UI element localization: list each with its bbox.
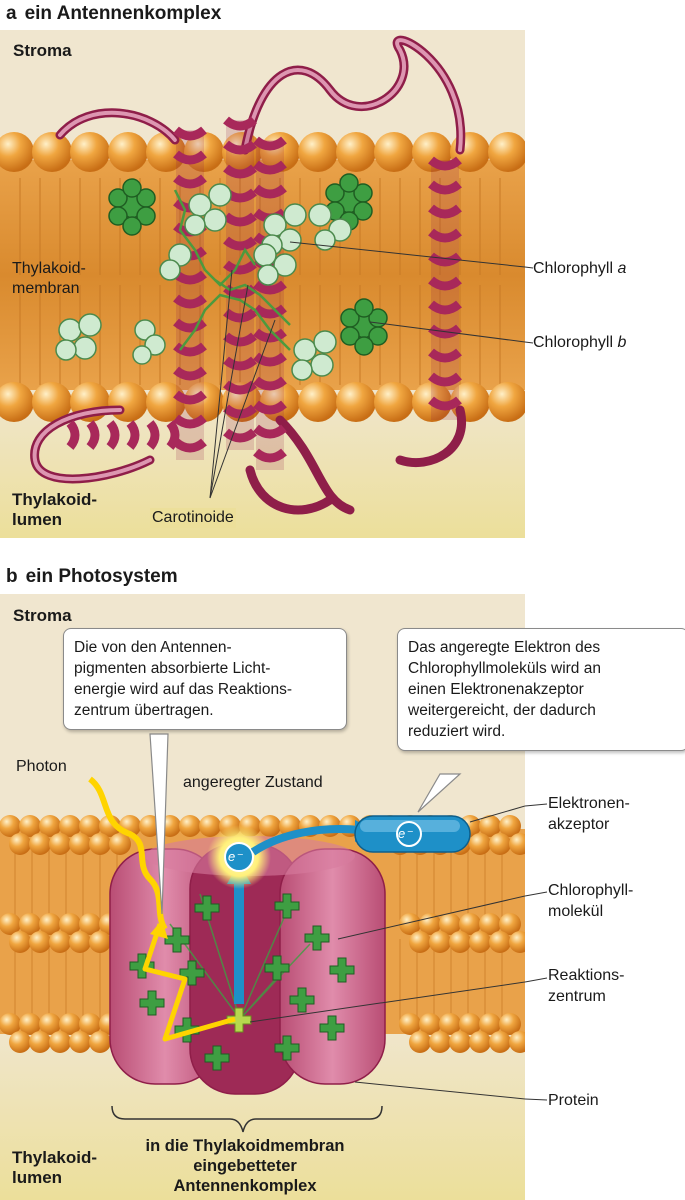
reaction-center-label: Reaktions- zentrum [548,967,625,1005]
carotenoid-chains [173,189,291,351]
antenna-complex-label: in die Thylakoidmembran eingebetteter An… [145,1137,345,1195]
transfer-arrow [250,824,361,856]
pointer-stubs-b [525,803,548,1101]
reaction-center-chlorophyll [226,1007,252,1033]
callout-left-tail [149,733,169,915]
callout-electron-transfer: Das angeregte Elektron des Chlorophyllmo… [397,628,685,751]
pointer-lines-b [249,805,525,1100]
callout-right-tail [417,773,462,813]
lumen-label-a: Thylakoid- lumen [12,490,98,529]
photon-path [87,776,168,931]
chlorophyll-molecule-label: Chlorophyll- molekül [548,882,634,920]
electron-acceptor-label: Elektronen- akzeptor [548,795,630,833]
callout-energy-transfer: Die von den Antennen- pigmenten absorbie… [63,628,347,730]
chlorophyll-a-label: Chlorophyll a [533,260,627,277]
lipid-heads-bottom-b [0,1013,525,1053]
pointer-lines-a [209,241,525,499]
photon-label: Photon [16,758,67,775]
photon-arrowhead [150,920,168,939]
protein-label: Protein [548,1092,599,1109]
acceptor-electron-circle [396,821,422,847]
excited-state-label: angeregter Zustand [183,774,323,791]
chlorophyll-a-molecules [55,183,352,381]
excited-electron-circle [224,842,254,872]
excitation-arrow [234,879,244,1004]
energy-transfer-path [142,923,236,1042]
membrane-label-a: Thylakoid- membran [12,260,86,297]
stroma-label-b: Stroma [13,606,72,625]
lumen-label-b: Thylakoid- lumen [12,1148,98,1187]
panel-a-illustration: Stroma Thylakoid- membran Thylakoid- lum… [0,30,525,538]
antenna-brace [111,1105,383,1133]
excited-electron-symbol: e⁻ [228,849,243,864]
chlorophyll-b-label: Chlorophyll b [533,334,627,351]
pointer-stubs-a [525,266,534,344]
helix-lumen-a [66,420,180,450]
carotenoids-label: Carotinoide [150,508,236,528]
lipid-heads-bottom-a [0,382,525,422]
acceptor-electron-symbol: e⁻ [398,826,413,841]
stroma-label-a: Stroma [13,41,72,60]
